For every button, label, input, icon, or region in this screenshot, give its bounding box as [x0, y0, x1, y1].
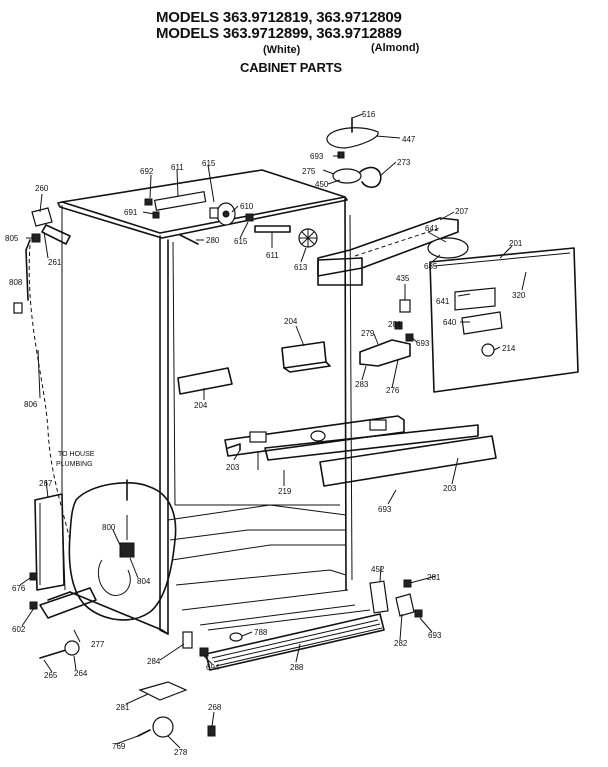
rear-panel-201 [429, 247, 579, 393]
label-265: 265 [44, 671, 58, 680]
crisper-rails [224, 415, 497, 487]
label-203b: 203 [443, 484, 457, 493]
grille-288 [205, 613, 385, 671]
top-controls [144, 191, 318, 248]
label-214: 214 [502, 344, 516, 353]
label-693d: 693 [428, 631, 442, 640]
label-207: 207 [455, 207, 469, 216]
label-284: 284 [147, 657, 161, 666]
label-769: 769 [112, 742, 126, 751]
label-452: 452 [371, 565, 385, 574]
label-800: 800 [102, 523, 116, 532]
label-611b: 611 [266, 251, 279, 260]
label-276: 276 [386, 386, 400, 395]
models-line-2: MODELS 363.9712899, 363.9712889 [156, 25, 402, 42]
label-615b: 615 [234, 237, 248, 246]
side-panel-267 [34, 493, 65, 591]
label-204a: 204 [284, 317, 298, 326]
label-320: 320 [512, 291, 526, 300]
models-line-1: MODELS 363.9712819, 363.9712809 [156, 9, 402, 26]
label-641b: 641 [436, 297, 450, 306]
label-204b: 204 [194, 401, 208, 410]
water-valve-260 [31, 207, 71, 245]
label-805: 805 [5, 234, 19, 243]
plumbing-callout [68, 479, 177, 621]
label-516: 516 [362, 110, 376, 119]
label-260: 260 [35, 184, 49, 193]
label-201: 201 [509, 239, 523, 248]
label-268: 268 [208, 703, 222, 712]
label-615a: 615 [202, 159, 216, 168]
label-613: 613 [294, 263, 308, 272]
label-804: 804 [137, 577, 151, 586]
hinge-bracket-204 [177, 341, 331, 395]
clip-808 [13, 302, 23, 314]
label-685: 685 [424, 262, 438, 271]
label-611a: 611 [171, 163, 184, 172]
almond-label: (Almond) [371, 42, 420, 54]
bracket-452 [369, 580, 389, 614]
water-line-806 [28, 244, 71, 541]
note-plumbing: PLUMBING [56, 461, 93, 468]
callout-labels: TO HOUSE PLUMBING 516 447 693 273 275 45… [5, 110, 526, 757]
label-806: 806 [24, 400, 38, 409]
label-273: 273 [397, 158, 411, 167]
label-693c: 693 [378, 505, 392, 514]
label-280: 280 [206, 236, 220, 245]
label-264: 264 [74, 669, 88, 678]
label-641a: 641 [425, 224, 439, 233]
note-to-house: TO HOUSE [58, 451, 95, 458]
base-components [29, 572, 216, 738]
label-676: 676 [12, 584, 26, 593]
label-640: 640 [443, 318, 457, 327]
label-279: 279 [361, 329, 375, 338]
label-261: 261 [48, 258, 62, 267]
label-450: 450 [315, 180, 329, 189]
label-808: 808 [9, 278, 23, 287]
label-610: 610 [240, 202, 254, 211]
water-tube [25, 239, 31, 301]
leader-lines [19, 113, 527, 749]
label-435: 435 [396, 274, 410, 283]
clip-788 [229, 632, 243, 642]
light-assembly [326, 117, 382, 189]
label-281c: 281 [116, 703, 130, 712]
label-278: 278 [174, 748, 188, 757]
bracket-284 [182, 631, 193, 649]
label-219: 219 [278, 487, 292, 496]
label-288: 288 [290, 663, 304, 672]
label-602: 602 [12, 625, 26, 634]
leveler-282 [395, 593, 415, 617]
label-281b: 281 [427, 573, 441, 582]
label-283: 283 [355, 380, 369, 389]
label-281a: 281 [388, 320, 402, 329]
duct-207 [317, 217, 469, 286]
label-693a: 693 [310, 152, 324, 161]
label-277: 277 [91, 640, 105, 649]
label-693b: 693 [416, 339, 430, 348]
cabinet-parts-title: CABINET PARTS [240, 60, 342, 75]
label-275: 275 [302, 167, 316, 176]
diagram-header: MODELS 363.9712819, 363.9712809 MODELS 3… [0, 0, 608, 80]
label-692: 692 [140, 167, 154, 176]
label-788: 788 [254, 628, 268, 637]
label-691: 691 [124, 208, 138, 217]
label-447: 447 [402, 135, 416, 144]
label-203a: 203 [226, 463, 240, 472]
white-label: (White) [263, 44, 301, 56]
label-267: 267 [39, 479, 53, 488]
label-282: 282 [394, 639, 408, 648]
label-694: 694 [206, 663, 220, 672]
